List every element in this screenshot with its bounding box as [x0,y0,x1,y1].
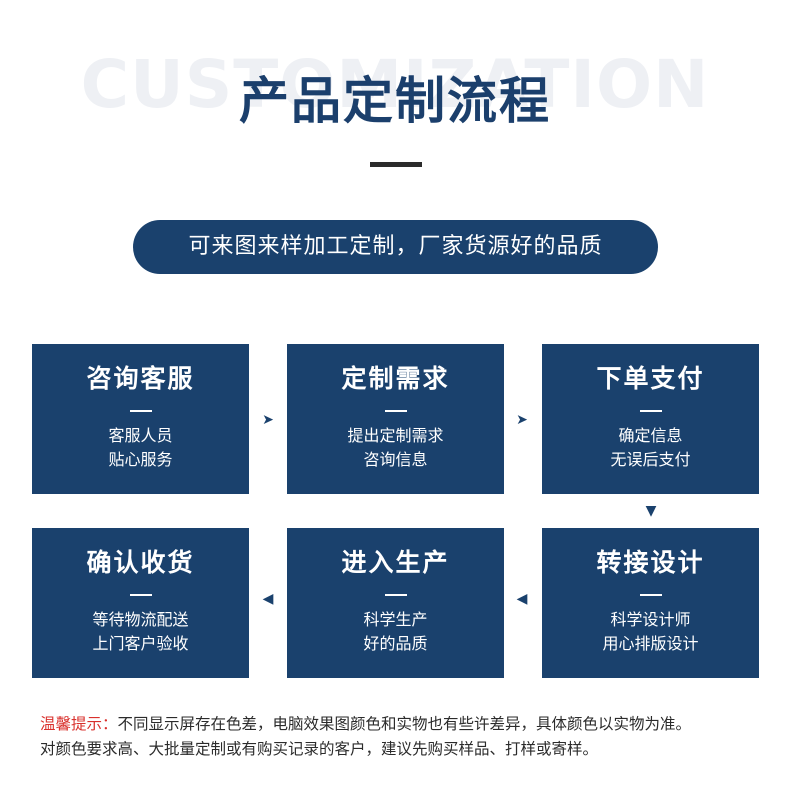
step-desc-line1: 科学设计师 [610,610,691,629]
step-card-payment: 下单支付 确定信息 无误后支付 [542,344,759,494]
notice-label: 温馨提示： [40,715,118,733]
step-card-production: 进入生产 科学生产 好的品质 [287,528,504,678]
step-divider [130,594,152,596]
step-desc-line1: 客服人员 [108,426,173,445]
notice-text-1: 不同显示屏存在色差，电脑效果图颜色和实物也有些许差异，具体颜色以实物为准。 [117,715,692,733]
step-card-requirement: 定制需求 提出定制需求 咨询信息 [287,344,504,494]
step-card-consult: 咨询客服 客服人员 贴心服务 [32,344,249,494]
arrow-down-icon: ▼ [645,503,657,519]
page-title: 产品定制流程 [239,72,551,130]
background-watermark: CUSTOMIZATION [80,46,710,123]
subtitle-banner: 可来图来样加工定制，厂家货源好的品质 [133,220,658,274]
arrow-left-icon: ◀ [516,591,528,607]
step-desc-line2: 咨询信息 [363,450,428,469]
step-title: 进入生产 [341,548,450,577]
step-desc-line1: 科学生产 [363,610,428,629]
step-divider [385,594,407,596]
notice-line-2: 对颜色要求高、大批量定制或有购买记录的客户，建议先购买样品、打样或寄样。 [40,740,599,758]
step-desc-line2: 好的品质 [363,634,428,653]
notice-line-1: 温馨提示：不同显示屏存在色差，电脑效果图颜色和实物也有些许差异，具体颜色以实物为… [40,715,760,733]
step-desc-line2: 无误后支付 [610,450,691,469]
step-desc-line2: 贴心服务 [108,450,173,469]
arrow-left-icon: ◀ [262,591,274,607]
step-desc-line1: 等待物流配送 [92,610,189,629]
step-divider [385,410,407,412]
step-title: 下单支付 [596,364,705,393]
step-card-receive: 确认收货 等待物流配送 上门客户验收 [32,528,249,678]
arrow-right-icon: ➤ [516,412,528,428]
title-underline [370,162,422,167]
step-desc-line2: 上门客户验收 [92,634,189,653]
step-desc-line1: 提出定制需求 [347,426,444,445]
arrow-right-icon: ➤ [262,412,274,428]
step-title: 定制需求 [341,364,450,393]
step-divider [640,594,662,596]
step-card-design: 转接设计 科学设计师 用心排版设计 [542,528,759,678]
step-desc-line1: 确定信息 [618,426,683,445]
step-desc-line2: 用心排版设计 [602,634,699,653]
step-divider [130,410,152,412]
step-title: 转接设计 [596,548,705,577]
step-title: 确认收货 [86,548,195,577]
step-title: 咨询客服 [86,364,195,393]
step-divider [640,410,662,412]
